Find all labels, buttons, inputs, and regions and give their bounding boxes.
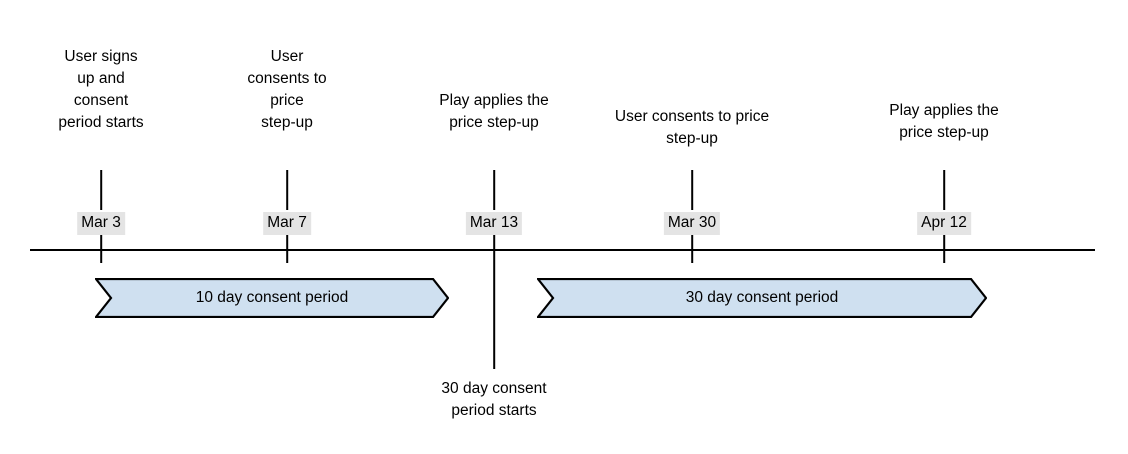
- period-label-ten-day-consent-period: 10 day consent period: [195, 289, 349, 306]
- event-tick-play-applies-second: [943, 235, 945, 263]
- period-band-shape: [537, 278, 987, 318]
- period-band-thirty-day-consent-period: 30 day consent period: [537, 278, 987, 318]
- event-leader-line-play-applies-first: [493, 170, 495, 210]
- event-tick-user-signs-up: [100, 235, 102, 263]
- event-caption-user-consents-10day: User consents to price step-up: [247, 48, 327, 131]
- event-caption-user-signs-up: User signs up and consent period starts: [58, 48, 144, 131]
- period-band-shape: [95, 278, 449, 318]
- event-caption-user-consents-30day: User consents to price step-up: [614, 108, 770, 147]
- timeline-axis: [30, 249, 1095, 251]
- event-leader-line-user-signs-up: [100, 170, 102, 210]
- period-band-ten-day-consent-period: 10 day consent period: [95, 278, 449, 318]
- event-tick-user-consents-30day: [691, 235, 693, 263]
- date-label-user-consents-10day: Mar 7: [263, 212, 311, 235]
- date-label-user-consents-30day: Mar 30: [663, 212, 721, 235]
- date-label-user-signs-up: Mar 3: [77, 212, 125, 235]
- event-leader-line-play-applies-second: [943, 170, 945, 210]
- event-caption-play-applies-second: Play applies the price step-up: [889, 102, 999, 141]
- date-label-play-applies-first: Mar 13: [465, 212, 523, 235]
- event-leader-line-user-consents-30day: [691, 170, 693, 210]
- event-tick-user-consents-10day: [286, 235, 288, 263]
- date-label-play-applies-second: Apr 12: [917, 212, 971, 235]
- period-label-thirty-day-consent-period: 30 day consent period: [685, 289, 839, 306]
- event-caption-play-applies-first: Play applies the price step-up: [439, 92, 549, 131]
- event-leader-line-user-consents-10day: [286, 170, 288, 210]
- event-tick-play-applies-first: [493, 235, 495, 369]
- bottom-annotation-label: 30 day consent period starts: [441, 380, 547, 419]
